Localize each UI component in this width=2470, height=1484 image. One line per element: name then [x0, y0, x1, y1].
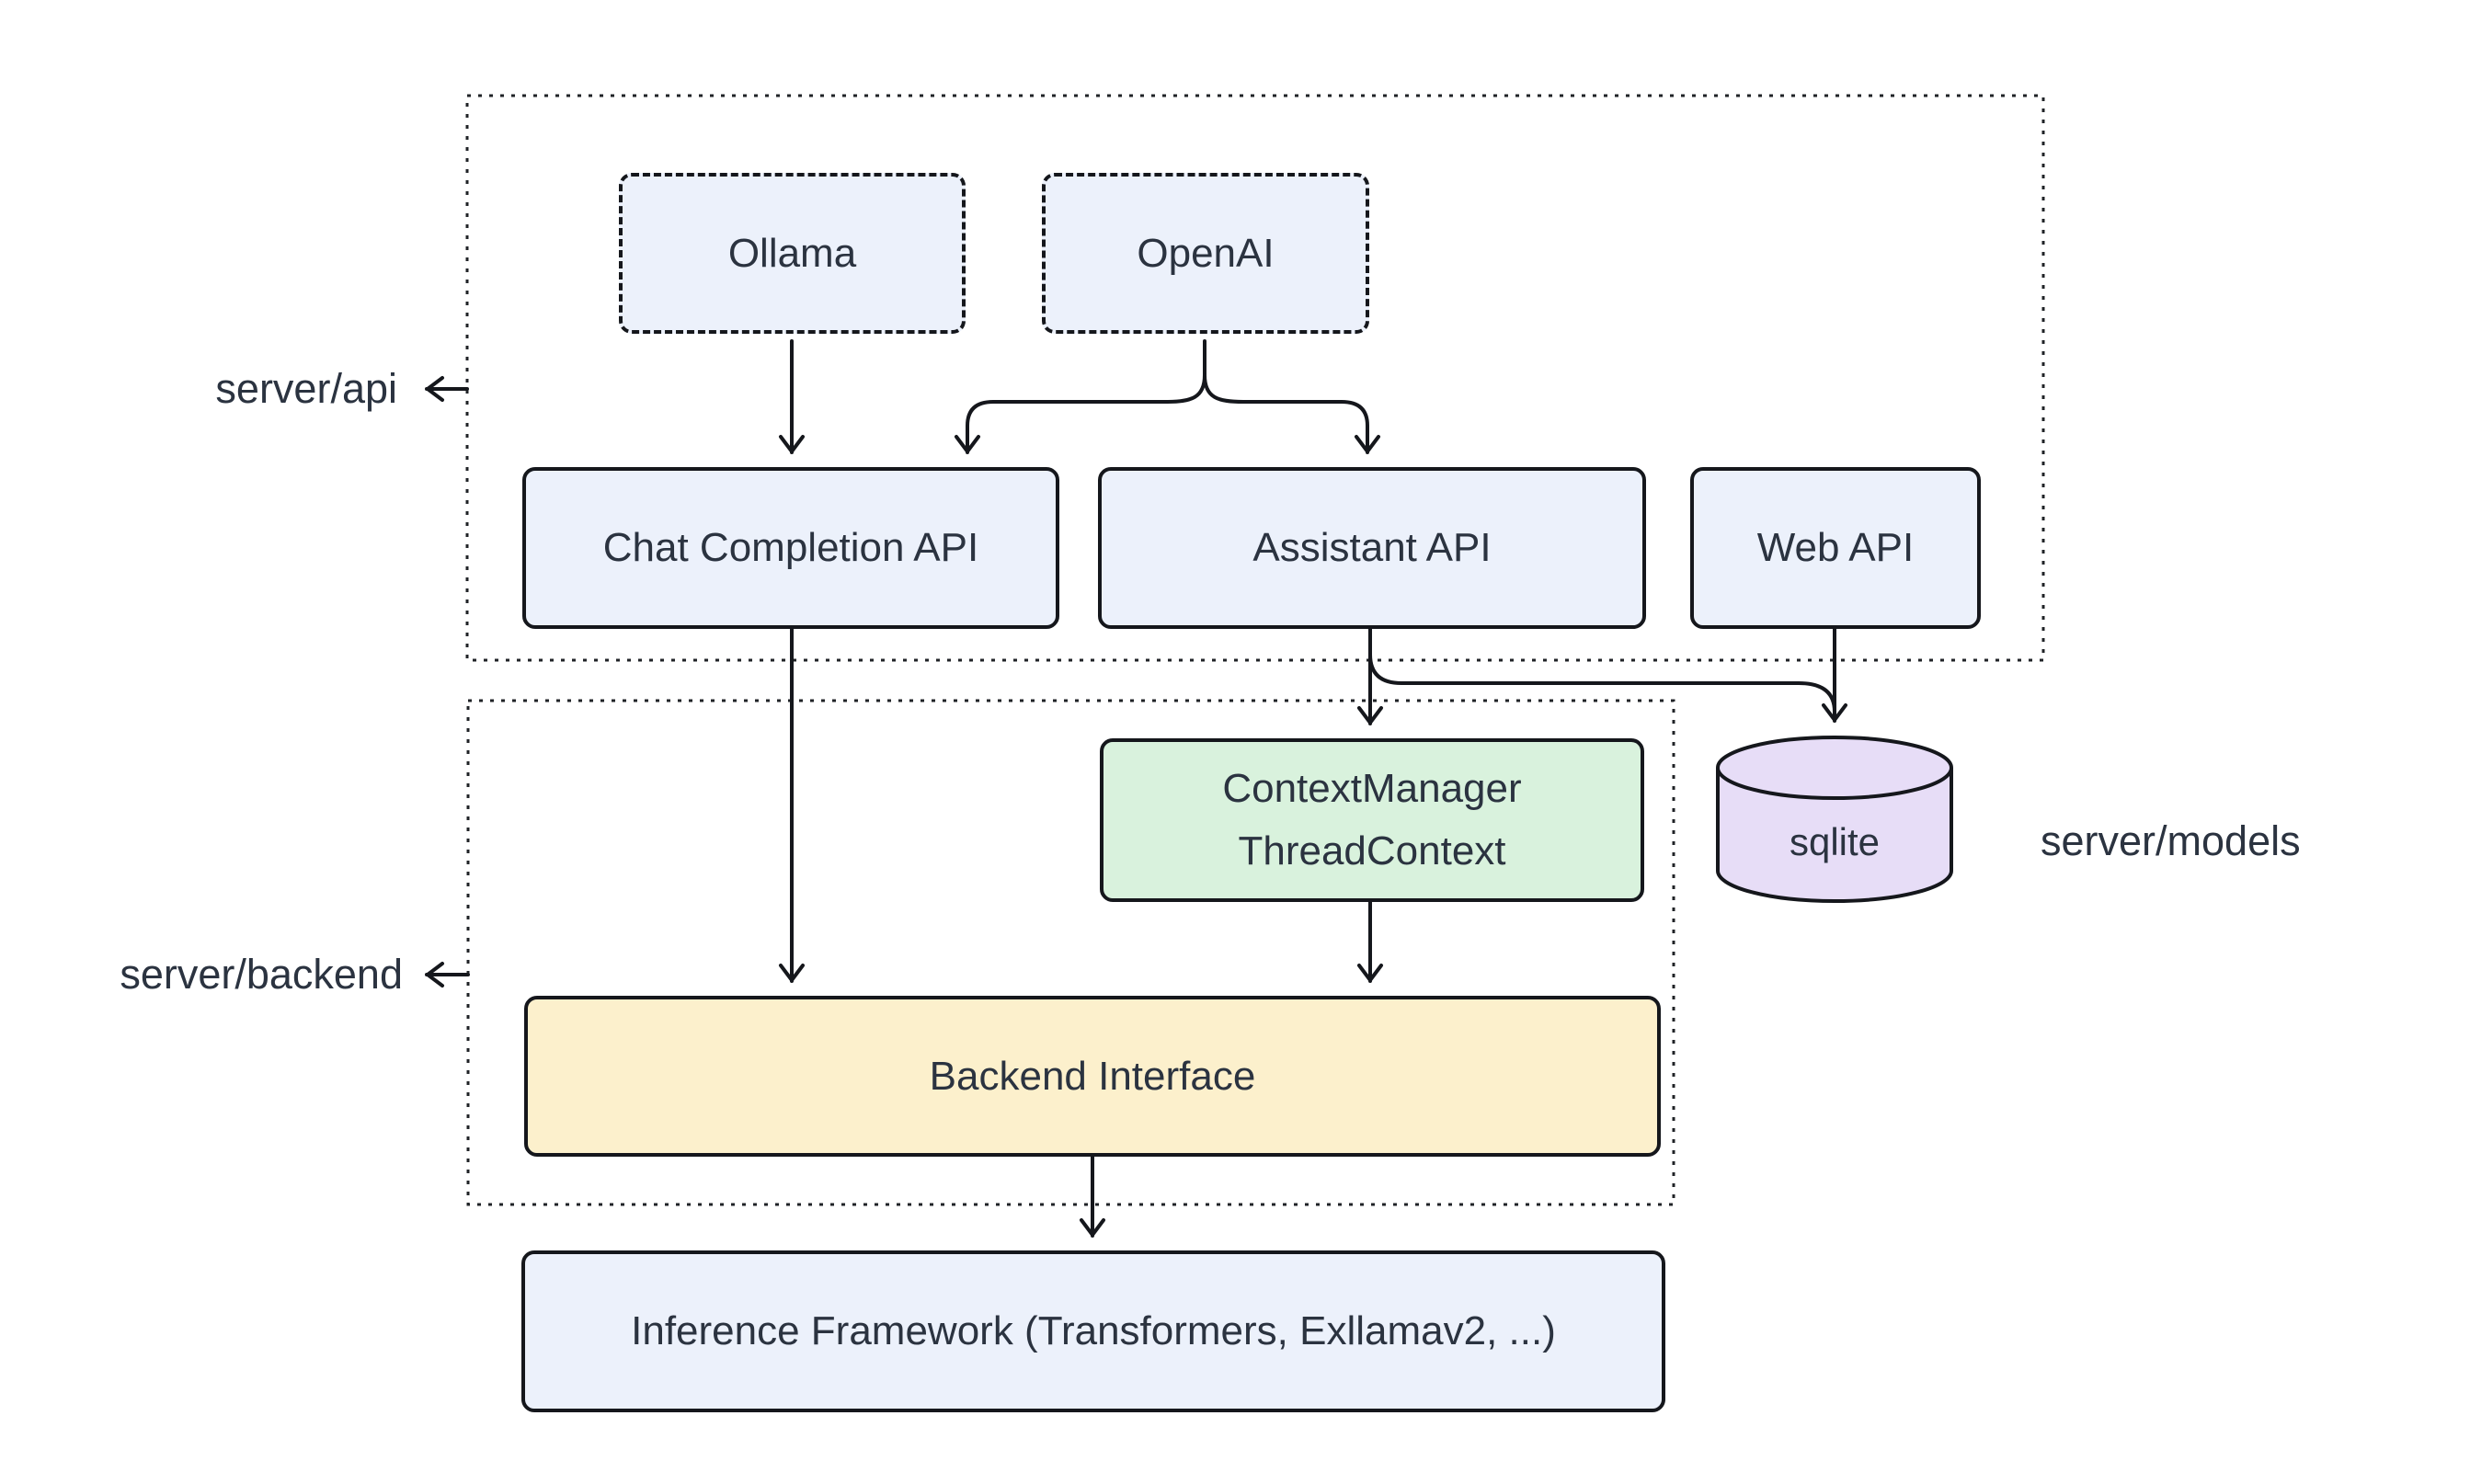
node-context-manager: ContextManager ThreadContext [1100, 738, 1644, 902]
node-assistant-api: Assistant API [1098, 467, 1646, 629]
node-web-api-label: Web API [1756, 525, 1915, 571]
node-chat-completion-api: Chat Completion API [522, 467, 1059, 629]
node-chat-completion-api-label: Chat Completion API [602, 525, 979, 571]
node-context-manager-line1: ContextManager [1222, 765, 1522, 811]
node-backend-interface-label: Backend Interface [929, 1053, 1256, 1099]
server-backend-label: server/backend [120, 951, 403, 998]
node-context-manager-line2: ThreadContext [1238, 828, 1506, 873]
node-backend-interface: Backend Interface [524, 996, 1661, 1157]
node-inference-framework: Inference Framework (Transformers, Exlla… [521, 1250, 1665, 1412]
node-inference-framework-label: Inference Framework (Transformers, Exlla… [631, 1308, 1556, 1354]
edge-assistant-to-sqlite [1368, 653, 1836, 713]
node-web-api: Web API [1690, 467, 1981, 629]
node-openai-label: OpenAI [1137, 230, 1275, 276]
node-ollama: Ollama [619, 173, 966, 334]
database-cylinder-sqlite [1716, 736, 1953, 903]
edge-openai-to-chat [955, 339, 1206, 454]
sqlite-label: sqlite [1789, 820, 1881, 863]
node-ollama-label: Ollama [727, 230, 857, 276]
container-server-backend [466, 699, 1675, 1206]
node-openai: OpenAI [1042, 173, 1369, 334]
edge-openai-to-assistant [1203, 373, 1380, 454]
node-assistant-api-label: Assistant API [1252, 525, 1492, 571]
server-models-label: server/models [2041, 817, 2301, 864]
server-api-label: server/api [215, 365, 397, 412]
